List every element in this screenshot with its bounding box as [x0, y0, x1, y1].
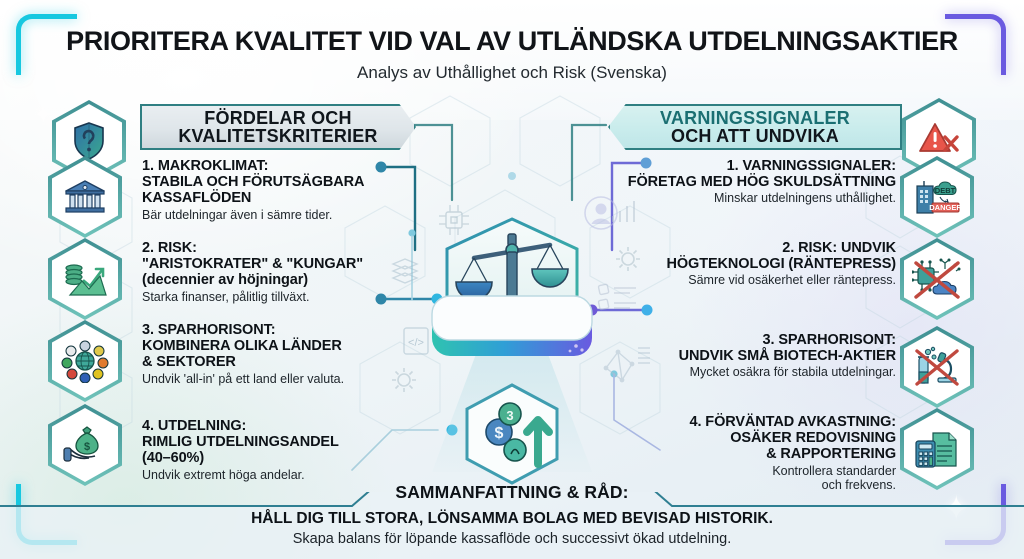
svg-text:3: 3: [506, 408, 513, 423]
left-item-2-headline-1: 2. RISK:: [142, 240, 197, 256]
page-subtitle: Analys av Uthållighet och Risk (Svenska): [357, 63, 667, 82]
money-growth-arrow-icon: $ 3: [465, 383, 559, 485]
right-item-3-sub: Mycket osäkra för stabila utdelningar.: [689, 365, 896, 380]
left-item-3-icon-chip: [48, 320, 122, 402]
left-item-4-headline-2: RIMLIG UTDELNINGSANDEL: [142, 434, 339, 451]
sparkle-decor-icon-2: ✦: [34, 102, 53, 127]
right-section-banner: VARNINGSSIGNALER OCH ATT UNDVIKA: [608, 104, 902, 150]
no-biotech-lab-icon: [904, 330, 970, 404]
left-item-2-icon-chip: [48, 238, 122, 320]
money-bag-hand-icon: $: [52, 408, 118, 482]
right-item-4: 4. FÖRVÄNTAD AVKASTNING: OSÄKER REDOVISN…: [546, 414, 896, 492]
right-item-1-sub: Minskar utdelningens uthållighet.: [713, 191, 896, 206]
left-item-3: 3. SPARHORISONT: KOMBINERA OLIKA LÄNDER …: [142, 322, 442, 386]
svg-text:DANGER: DANGER: [929, 203, 962, 212]
right-item-2-headline-2: HÖGTEKNOLOGI (RÄNTEPRESS): [666, 256, 896, 273]
right-item-2-headline-1: 2. RISK: UNDVIK: [782, 240, 896, 256]
signal-bars-icon: [612, 201, 635, 222]
left-item-2-headline-2: "ARISTOKRATER" & "KUNGAR": [142, 256, 364, 273]
gear-icon-2: [392, 368, 416, 392]
globe-flags-icon: [52, 324, 118, 398]
cpu-chip-icon: [439, 205, 469, 235]
svg-text:$: $: [495, 425, 504, 442]
right-item-2: 2. RISK: UNDVIK HÖGTEKNOLOGI (RÄNTEPRESS…: [546, 240, 896, 288]
left-item-3-sub: Undvik 'all-in' på ett land eller valuta…: [142, 371, 345, 386]
corner-bracket-top-left: [16, 14, 77, 75]
right-item-1-headline-1: 1. VARNINGSSIGNALER:: [726, 158, 896, 174]
left-item-1-headline-3: KASSAFLÖDEN: [142, 190, 252, 207]
left-item-4-headline-3: (40–60%): [142, 450, 205, 467]
code-brackets-icon: </>: [403, 327, 429, 355]
svg-text:$: $: [84, 441, 90, 453]
right-item-1: 1. VARNINGSSIGNALER: FÖRETAG MED HÖG SKU…: [546, 158, 896, 206]
corner-bracket-top-right: [945, 14, 1006, 75]
left-banner-line1: FÖRDELAR OCH: [204, 108, 352, 128]
summary-line-2: Skapa balans för löpande kassaflöde och …: [292, 531, 732, 547]
left-item-1-icon-chip: [48, 156, 122, 238]
left-section-banner: FÖRDELAR OCH KVALITETSKRITERIER: [140, 104, 416, 150]
right-item-3-headline-1: 3. SPARHORISONT:: [762, 332, 897, 348]
left-item-4-headline-1: 4. UTDELNING:: [142, 418, 247, 434]
left-item-2-headline-3: (decennier av höjningar): [142, 272, 308, 289]
gear-icon: [616, 247, 640, 271]
user-avatar-icon: [584, 196, 618, 230]
left-item-3-headline-3: & SEKTORER: [142, 354, 236, 371]
right-item-4-headline-1: 4. FÖRVÄNTAD AVKASTNING:: [689, 414, 896, 430]
right-item-2-icon-chip: [900, 238, 974, 320]
summary-title: SAMMANFATTNING & RÅD:: [395, 482, 629, 502]
right-item-4-headline-2: OSÄKER REDOVISNING: [730, 430, 896, 447]
page-title: PRIORITERA KVALITET VID VAL AV UTLÄNDSKA…: [66, 26, 958, 56]
right-item-3-headline-2: UNDVIK SMÅ BIOTECH-AKTIER: [678, 348, 897, 365]
right-banner-icon-chip: [902, 98, 976, 180]
left-item-1-headline-1: 1. MAKROKLIMAT:: [142, 158, 269, 174]
svg-text:</>: </>: [408, 337, 424, 349]
left-banner-line2: KVALITETSKRITERIER: [178, 126, 378, 146]
left-item-4: 4. UTDELNING: RIMLIG UTDELNINGSANDEL (40…: [142, 418, 442, 482]
svg-text:DEBT: DEBT: [935, 186, 956, 195]
left-item-4-sub: Undvik extremt höga andelar.: [142, 467, 305, 482]
right-item-2-sub: Sämre vid osäkerhet eller räntepress.: [688, 273, 896, 288]
center-platform: [431, 295, 593, 356]
left-item-1-sub: Bär utdelningar även i sämre tider.: [142, 207, 333, 222]
document-lines-icon: [597, 283, 636, 311]
right-item-4-sub-2: och frekvens.: [821, 478, 896, 493]
right-item-1-headline-2: FÖRETAG MED HÖG SKULDSÄTTNING: [627, 174, 896, 191]
right-item-1-icon-chip: DEBT DANGER: [900, 156, 974, 238]
database-stack-icon: [391, 258, 419, 284]
right-item-4-sub-1: Kontrollera standarder: [772, 463, 896, 478]
network-nodes-icon: [603, 347, 650, 383]
summary-line-1: HÅLL DIG TILL STORA, LÖNSAMMA BOLAG MED …: [251, 510, 773, 527]
left-item-1-headline-2: STABILA OCH FÖRUTSÄGBARA: [142, 174, 365, 191]
left-item-1: 1. MAKROKLIMAT: STABILA OCH FÖRUTSÄGBARA…: [142, 158, 442, 222]
right-item-3: 3. SPARHORISONT: UNDVIK SMÅ BIOTECH-AKTI…: [546, 332, 897, 380]
left-item-2-sub: Starka finanser, pålitlig tillväxt.: [142, 289, 310, 304]
calculator-report-icon: [904, 412, 970, 486]
left-item-3-headline-2: KOMBINERA OLIKA LÄNDER: [142, 338, 342, 355]
summary-band: [0, 492, 1024, 559]
right-banner-line1: VARNINGSSIGNALER: [660, 108, 850, 128]
right-item-4-headline-3: & RAPPORTERING: [766, 446, 896, 463]
right-item-3-icon-chip: [900, 326, 974, 408]
right-item-4-icon-chip: [900, 408, 974, 490]
left-item-3-headline-1: 3. SPARHORISONT:: [142, 322, 276, 338]
left-item-4-icon-chip: $: [48, 404, 122, 486]
right-banner-line2: OCH ATT UNDVIKA: [671, 126, 839, 146]
left-item-2: 2. RISK: "ARISTOKRATER" & "KUNGAR" (dece…: [142, 240, 442, 304]
